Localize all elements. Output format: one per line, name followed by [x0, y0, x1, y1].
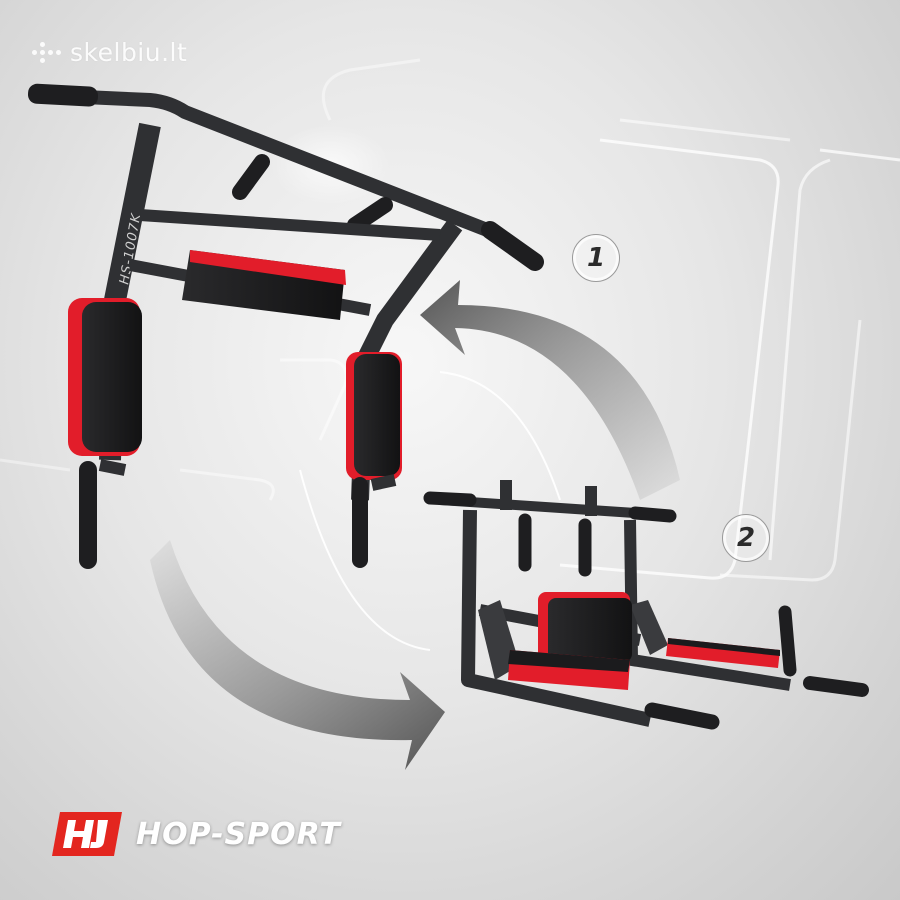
brand-logo: HOP-SPORT	[50, 810, 341, 858]
neon-light-shapes	[0, 58, 900, 582]
rotation-arrows	[150, 280, 680, 770]
product-pullup-configuration: HS-1007K	[27, 83, 544, 569]
brand-name: HOP-SPORT	[136, 816, 341, 852]
dip-backrest-pad	[538, 592, 632, 662]
step-badge-2: 2	[722, 514, 770, 562]
left-arm-pad	[68, 298, 142, 456]
step-badge-1: 1	[572, 234, 620, 282]
dip-seat-pad	[508, 650, 630, 690]
hj-logo-icon	[52, 812, 122, 856]
right-arm-pad	[346, 352, 402, 480]
watermark-text: skelbiu.lt	[70, 38, 188, 67]
dip-arm-pad	[666, 638, 780, 668]
watermark: skelbiu.lt	[32, 38, 187, 67]
backrest-pad	[182, 250, 346, 320]
product-dip-configuration	[423, 480, 869, 730]
dots-grid-icon	[32, 41, 62, 64]
